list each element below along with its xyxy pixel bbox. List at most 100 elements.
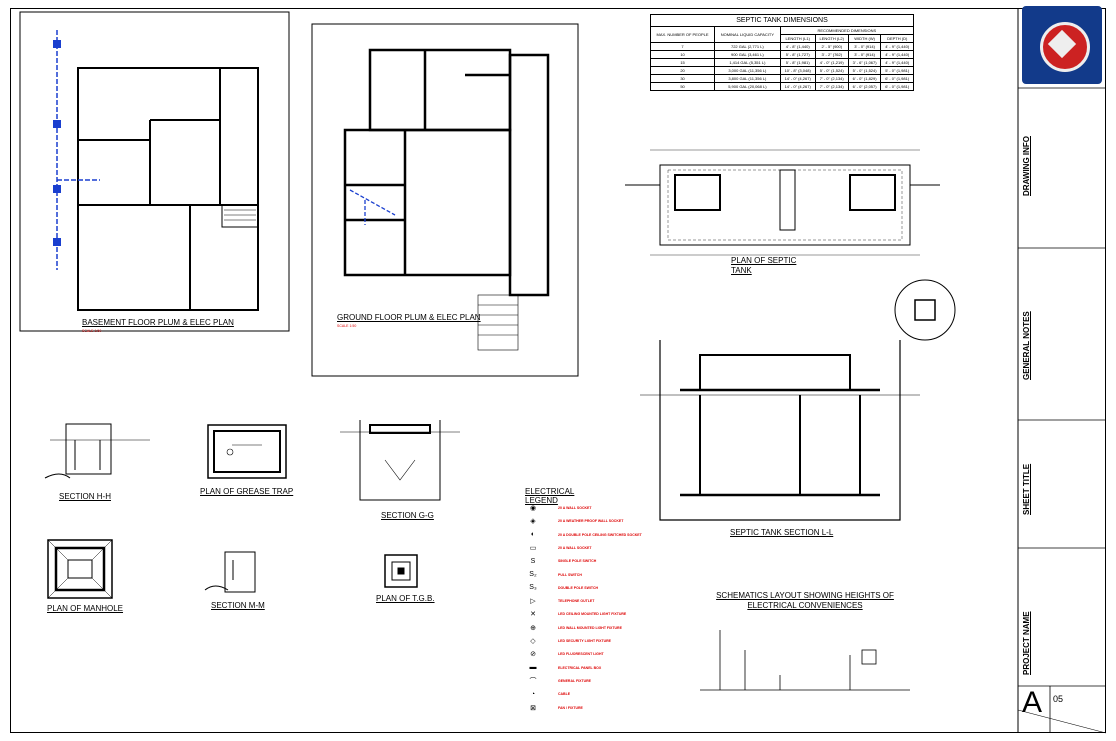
legend-item: ◔ CABLE: [526, 687, 570, 701]
septic-table-cell: 5' - 0" (1,524): [847, 66, 882, 75]
septic-table-cell: 1,414 GAL (5,351 L): [714, 58, 781, 67]
th-length-l2: LENGTH (L2): [814, 34, 849, 43]
sheet-letter: A: [1022, 686, 1043, 719]
septic-table-cell: 5' - 0" (1,981): [880, 66, 914, 75]
septic-table-cell: 30: [649, 74, 716, 83]
legend-label: FAN / FIXTURE: [558, 705, 583, 710]
electrical-legend-title: ELECTRICAL LEGEND: [525, 487, 575, 505]
legend-symbol-icon: ▷: [530, 598, 536, 606]
legend-symbol-icon: ⌒: [529, 677, 537, 685]
legend-item: ◉ 20 A WALL SOCKET: [526, 501, 592, 515]
legend-symbol-icon: ◉: [529, 505, 537, 512]
drawing-info-heading: DRAWING INFO: [1022, 136, 1031, 196]
project-name-heading: PROJECT NAME: [1022, 611, 1031, 675]
septic-table-cell: 2' - 5" (900): [814, 42, 849, 51]
th-length-l1: LENGTH (L1): [779, 34, 816, 43]
legend-symbol-icon: ⊘: [530, 651, 536, 659]
legend-symbol-icon: ◈: [530, 518, 536, 526]
septic-table-cell: 14' - 0" (4,267): [779, 82, 816, 91]
septic-table-cell: 10: [649, 50, 716, 59]
th-capacity: NOMINAL LIQUID CAPACITY: [714, 26, 781, 43]
section-gg-title: SECTION G-G: [381, 511, 434, 520]
legend-label: 20 A WEATHER PROOF WALL SOCKET: [558, 519, 624, 524]
legend-item: ⊘ LED FLUORESCENT LIGHT: [526, 647, 604, 661]
legend-label: LED SECURITY LIGHT FIXTURE: [558, 639, 612, 643]
septic-table-cell: 3' - 6" (1,067): [847, 58, 882, 67]
septic-table-cell: 900 GAL (3,461 L): [714, 50, 781, 59]
septic-table-cell: 5,900 GAL (20,068 L): [714, 82, 781, 91]
legend-label: 20 A WALL SOCKET: [558, 506, 592, 510]
septic-table-cell: 4' - 9" (1,440): [880, 42, 914, 51]
legend-label: LED FLUORESCENT LIGHT: [558, 652, 604, 657]
septic-table-cell: 6' - 0" (1,981): [880, 74, 914, 83]
th-depth: DEPTH (D): [880, 34, 914, 43]
septic-table-cell: 6' - 0" (2,057): [847, 82, 882, 91]
legend-symbol-icon: S: [530, 557, 536, 565]
legend-item: ⊕LED WALL MOUNTED LIGHT FIXTURE: [526, 621, 622, 635]
plan-manhole-title: PLAN OF MANHOLE: [47, 604, 124, 613]
legend-symbol-icon: ⊠: [530, 704, 536, 712]
septic-table-cell: 15: [649, 58, 716, 67]
legend-item: ▭20 A WALL SOCKET: [526, 541, 592, 555]
plan-septic-title: PLAN OF SEPTIC TANK: [731, 256, 797, 275]
septic-table-cell: 3' - 0" (914): [847, 50, 882, 59]
legend-symbol-icon: ⊕: [530, 624, 536, 632]
ground-scale: SCALE 1:50: [337, 324, 357, 328]
septic-table-cell: 7' - 0" (2,134): [814, 74, 849, 83]
legend-label: 20 A WALL SOCKET: [558, 545, 592, 550]
legend-item: S SINGLE POLE SWITCH: [526, 554, 597, 568]
legend-item: ⌒ GENERAL FIXTURE: [526, 674, 592, 688]
schematics-title: SCHEMATICS LAYOUT SHOWING HEIGHTS OF ELE…: [716, 591, 894, 610]
legend-label: ELECTRICAL PANEL BOX: [558, 665, 602, 670]
legend-label: SINGLE POLE SWITCH: [558, 559, 597, 564]
septic-table-cell: 6' - 0" (1,829): [847, 74, 882, 83]
legend-label: LED CEILING MOUNTED LIGHT FIXTURE: [558, 612, 627, 617]
sheet-title-heading: SHEET TITLE: [1022, 463, 1031, 515]
septic-table-cell: 3,000 GAL (11,356 L): [714, 66, 781, 75]
company-logo: [1022, 6, 1102, 84]
septic-table-cell: 5' - 8" (1,981): [779, 58, 816, 67]
septic-table-cell: 3,800 GAL (11,356 L): [714, 74, 781, 83]
th-max-people: MAX. NUMBER OF PEOPLE: [649, 26, 716, 43]
legend-symbol-icon: ◇: [530, 638, 536, 645]
septic-table-cell: 3' - 0" (914): [847, 42, 882, 51]
legend-symbol-icon: ✕: [530, 611, 536, 619]
th-width: WIDTH (W): [847, 34, 882, 43]
legend-symbol-icon: S₂: [529, 571, 537, 578]
legend-symbol-icon: ◐: [530, 531, 536, 539]
septic-dimensions-table: SEPTIC TANK DIMENSIONS MAX. NUMBER OF PE…: [649, 14, 915, 91]
septic-table-cell: 7' - 0" (2,134): [814, 82, 849, 91]
legend-item: S₂ PULL SWITCH: [526, 568, 582, 582]
plan-tgb-title: PLAN OF T.G.B.: [376, 594, 435, 603]
legend-item: ✕ LED CEILING MOUNTED LIGHT FIXTURE: [526, 607, 626, 621]
septic-table-cell: 6' - 0" (1,981): [880, 82, 914, 91]
septic-table-cell: 50: [649, 82, 716, 91]
septic-section-title: SEPTIC TANK SECTION L-L: [730, 528, 834, 537]
septic-table-cell: 4' - 0" (1,219): [814, 58, 849, 67]
legend-label: GENERAL FIXTURE: [558, 678, 591, 683]
septic-table-cell: 14' - 0" (4,267): [779, 74, 816, 83]
legend-label: PULL SWITCH: [558, 572, 582, 577]
septic-table-cell: 20: [649, 66, 716, 75]
legend-symbol-icon: ◔: [530, 690, 536, 698]
basement-plan-title: BASEMENT FLOOR PLUM & ELEC PLAN: [82, 318, 234, 327]
septic-table-cell: 5' - 0" (1,524): [814, 66, 849, 75]
legend-label: CABLE: [558, 692, 571, 697]
septic-table-cell: 5' - 8" (1,727): [779, 50, 816, 59]
basement-scale: SCALE 1:50: [82, 329, 102, 333]
sheet-number: 05: [1053, 694, 1064, 704]
legend-item: ▷TELEPHONE OUTLET: [526, 594, 594, 608]
legend-item: ⊠ FAN / FIXTURE: [526, 701, 583, 715]
plan-grease-title: PLAN OF GREASE TRAP: [200, 487, 294, 496]
legend-label: 20 A DOUBLE POLE CEILING SWITCHED SOCKET: [558, 532, 642, 537]
legend-item: ◇ LED SECURITY LIGHT FIXTURE: [526, 634, 611, 648]
legend-symbol-icon: ▬: [529, 664, 537, 672]
